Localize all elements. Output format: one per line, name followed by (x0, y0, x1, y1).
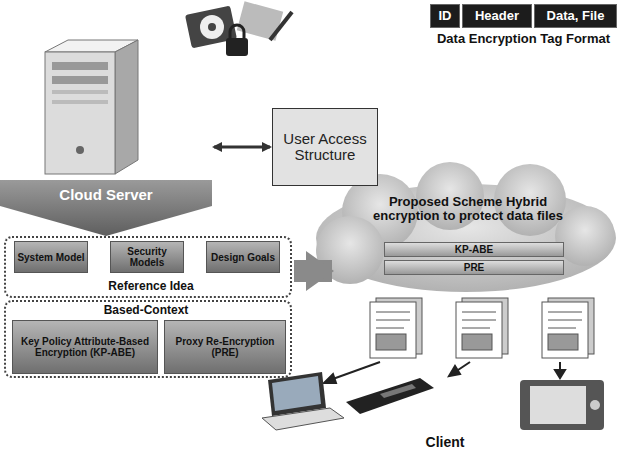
node-label: Proposed Scheme Hybrid encryption to pro… (358, 184, 578, 234)
documents (370, 298, 594, 358)
cloud-region: Proposed Scheme Hybrid encryption to pro… (318, 172, 616, 296)
node-label: Security Models (112, 243, 182, 271)
node-label: User Access Structure (276, 112, 374, 182)
flow-arrow (294, 260, 332, 282)
node-label: ID (431, 5, 459, 27)
layer-bar: KP-ABE (384, 242, 564, 257)
client-label: Client (400, 434, 490, 450)
process-box: Security Models (110, 241, 184, 273)
node-label: Data, File (535, 5, 616, 27)
group-box: Based-ContextKey Policy Attribute-Based … (4, 300, 292, 378)
double-arrow (214, 146, 270, 149)
group-box: Reference Idea System Model Security Model… (4, 236, 292, 298)
layer-bar: PRE (384, 260, 564, 275)
node-label: Cloud Server (10, 182, 202, 208)
server-illustration (45, 40, 138, 174)
tag-field: Header (462, 4, 532, 28)
process-box: Design Goals (206, 241, 280, 273)
node-label: Proxy Re-Encryption (PRE) (167, 322, 283, 372)
node-label: KP-ABE (385, 243, 563, 256)
node-label: Header (463, 5, 531, 27)
process-box: Key Policy Attribute-Based Encryption (K… (12, 320, 158, 374)
tag-field: ID (430, 4, 460, 28)
tag-format: Data Encryption Tag Format IDHeaderData, … (430, 4, 617, 50)
process-box: Proxy Re-Encryption (PRE) (164, 320, 286, 374)
device-illustration (520, 380, 604, 430)
phone-illustration (346, 378, 434, 414)
process-box: User Access Structure (272, 108, 378, 186)
node-label: PRE (385, 261, 563, 274)
media-icons (185, 1, 292, 56)
laptop-illustration (262, 372, 344, 430)
node-label: Key Policy Attribute-Based Encryption (K… (15, 322, 155, 372)
server-banner: Cloud Server (0, 40, 212, 236)
process-box: System Model (14, 241, 88, 273)
tag-field: Data, File (534, 4, 617, 28)
node-label: Based-Context (46, 303, 246, 319)
download-arrows (324, 362, 565, 383)
caption-text: Data Encryption Tag Format (430, 30, 617, 48)
node-label: Design Goals (208, 243, 278, 271)
node-label: Reference Idea (66, 278, 236, 296)
node-label: System Model (16, 243, 86, 271)
banner-arrow (0, 180, 212, 236)
